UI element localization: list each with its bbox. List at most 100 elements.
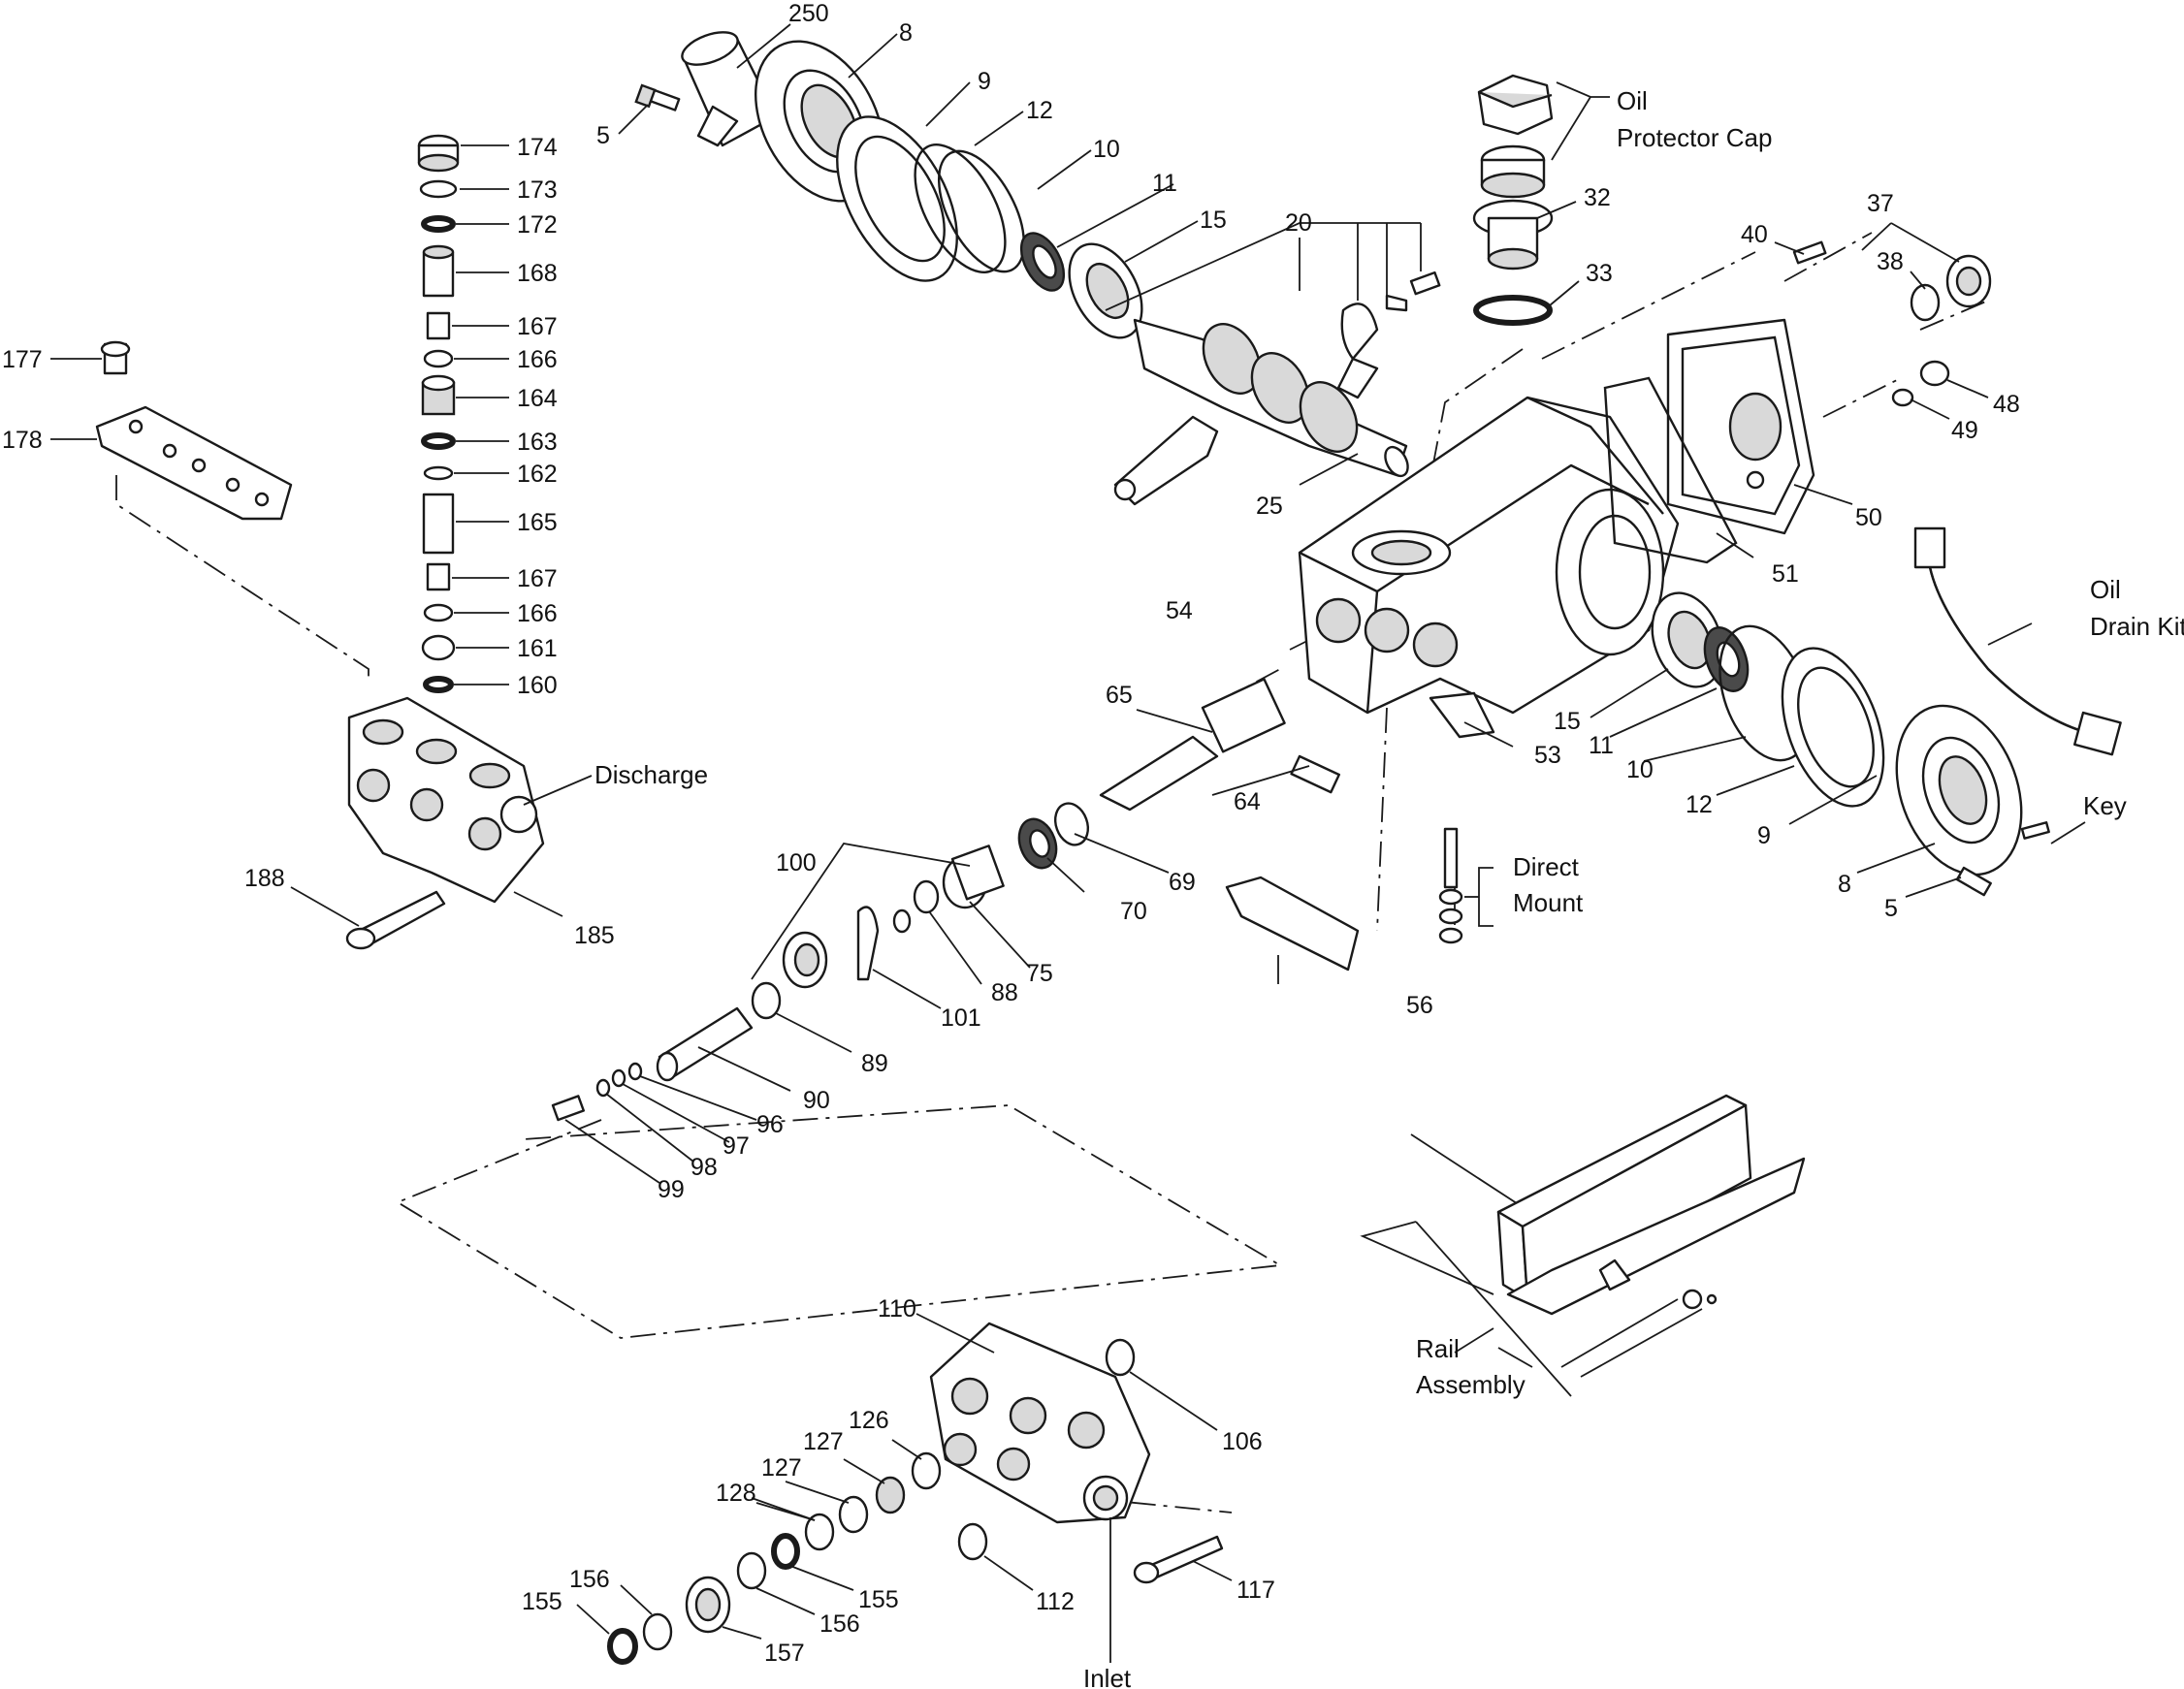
oil-protector-cap-line2: Protector Cap — [1617, 123, 1772, 152]
direct-mount-line1: Direct — [1513, 852, 1580, 881]
label-12-rear: 12 — [1686, 791, 1713, 818]
label-33: 33 — [1586, 260, 1613, 287]
label-157: 157 — [764, 1640, 805, 1667]
label-25: 25 — [1256, 493, 1283, 520]
discharge-label: Discharge — [594, 760, 708, 789]
label-161: 161 — [517, 635, 558, 662]
label-250: 250 — [788, 0, 829, 27]
part-49-ring — [1891, 388, 1914, 407]
label-70: 70 — [1120, 898, 1147, 925]
label-54: 54 — [1166, 597, 1193, 624]
direct-mount-line2: Mount — [1513, 888, 1584, 917]
label-97: 97 — [723, 1132, 750, 1160]
label-155b: 155 — [522, 1588, 562, 1615]
label-15-rear: 15 — [1554, 708, 1581, 735]
label-51: 51 — [1772, 560, 1799, 588]
label-164: 164 — [517, 385, 558, 412]
oil-drain-kit-line1: Oil — [2090, 575, 2121, 604]
label-69: 69 — [1169, 869, 1196, 896]
label-37: 37 — [1867, 190, 1894, 217]
part-48-plug — [1919, 360, 1950, 387]
label-168: 168 — [517, 260, 558, 287]
label-88: 88 — [991, 979, 1018, 1006]
label-32: 32 — [1584, 184, 1611, 211]
label-96: 96 — [756, 1111, 784, 1138]
label-10: 10 — [1093, 136, 1120, 163]
label-50: 50 — [1855, 504, 1882, 531]
leader-lines — [50, 23, 2086, 1663]
label-100: 100 — [776, 849, 817, 876]
label-38: 38 — [1877, 248, 1904, 275]
label-127b: 127 — [761, 1454, 802, 1482]
label-166b: 166 — [517, 600, 558, 627]
part-20-crankshaft — [1133, 318, 1409, 478]
label-173: 173 — [517, 176, 558, 204]
label-40: 40 — [1741, 221, 1768, 248]
rail-assembly-line1: Rail — [1416, 1334, 1460, 1363]
label-15: 15 — [1200, 207, 1227, 234]
label-117: 117 — [1237, 1577, 1275, 1604]
label-12: 12 — [1026, 97, 1053, 124]
top-plate-group — [95, 340, 293, 521]
label-8: 8 — [899, 19, 913, 47]
label-89: 89 — [861, 1050, 888, 1077]
label-167b: 167 — [517, 565, 558, 592]
label-10-rear: 10 — [1626, 756, 1654, 783]
plunger-group — [551, 678, 1340, 1122]
part-250-seal-holder — [681, 31, 778, 147]
part-20-connecting-rod — [1113, 271, 1441, 506]
label-64: 64 — [1234, 788, 1261, 815]
part-40-screw — [1792, 240, 1827, 265]
inlet-label: Inlet — [1083, 1664, 1132, 1689]
label-90: 90 — [803, 1087, 830, 1114]
label-166a: 166 — [517, 346, 558, 373]
rear-bearing-group — [1651, 591, 2050, 897]
label-56: 56 — [1406, 992, 1433, 1019]
inlet-valve-stack — [607, 1451, 942, 1665]
label-162: 162 — [517, 461, 558, 488]
front-bearing-group — [634, 31, 1441, 506]
label-178: 178 — [2, 427, 43, 454]
label-5-rear: 5 — [1884, 895, 1898, 922]
part-10-shim — [937, 149, 1026, 273]
label-174: 174 — [517, 134, 558, 161]
label-9-rear: 9 — [1757, 822, 1771, 849]
annotation-labels: Oil Protector Cap Discharge Oil Drain Ki… — [594, 86, 2184, 1689]
key-label: Key — [2083, 791, 2127, 820]
rail-assembly — [1410, 1094, 1806, 1316]
label-11: 11 — [1152, 170, 1177, 197]
label-11-rear: 11 — [1589, 732, 1614, 759]
part-33-gasket — [1473, 295, 1553, 326]
label-99: 99 — [658, 1176, 685, 1203]
label-165: 165 — [517, 509, 558, 536]
label-49: 49 — [1951, 417, 1978, 444]
part-5-screw-rear — [1955, 866, 1992, 897]
label-20: 20 — [1285, 209, 1312, 237]
label-167a: 167 — [517, 313, 558, 340]
label-101: 101 — [941, 1004, 981, 1032]
label-155a: 155 — [858, 1586, 899, 1613]
part-number-labels: 250 8 5 9 12 10 11 15 20 25 32 33 40 37 … — [2, 0, 2020, 1667]
label-75: 75 — [1026, 960, 1053, 987]
label-128: 128 — [716, 1480, 756, 1507]
label-5: 5 — [596, 122, 610, 149]
label-156a: 156 — [819, 1610, 860, 1638]
label-106: 106 — [1222, 1428, 1263, 1455]
label-9: 9 — [978, 68, 991, 95]
key-part — [2020, 821, 2050, 840]
label-160: 160 — [517, 672, 558, 699]
label-177: 177 — [2, 346, 43, 373]
oil-protector-cap-line1: Oil — [1617, 86, 1648, 115]
label-48: 48 — [1993, 391, 2020, 418]
label-98: 98 — [691, 1154, 718, 1181]
rear-cover-group — [1603, 240, 1992, 564]
crankcase — [1298, 396, 1680, 739]
label-65: 65 — [1106, 682, 1133, 709]
label-112: 112 — [1036, 1588, 1075, 1615]
label-185: 185 — [574, 922, 615, 949]
inlet-manifold — [929, 1322, 1224, 1584]
label-127a: 127 — [803, 1428, 844, 1455]
label-8-rear: 8 — [1838, 871, 1851, 898]
